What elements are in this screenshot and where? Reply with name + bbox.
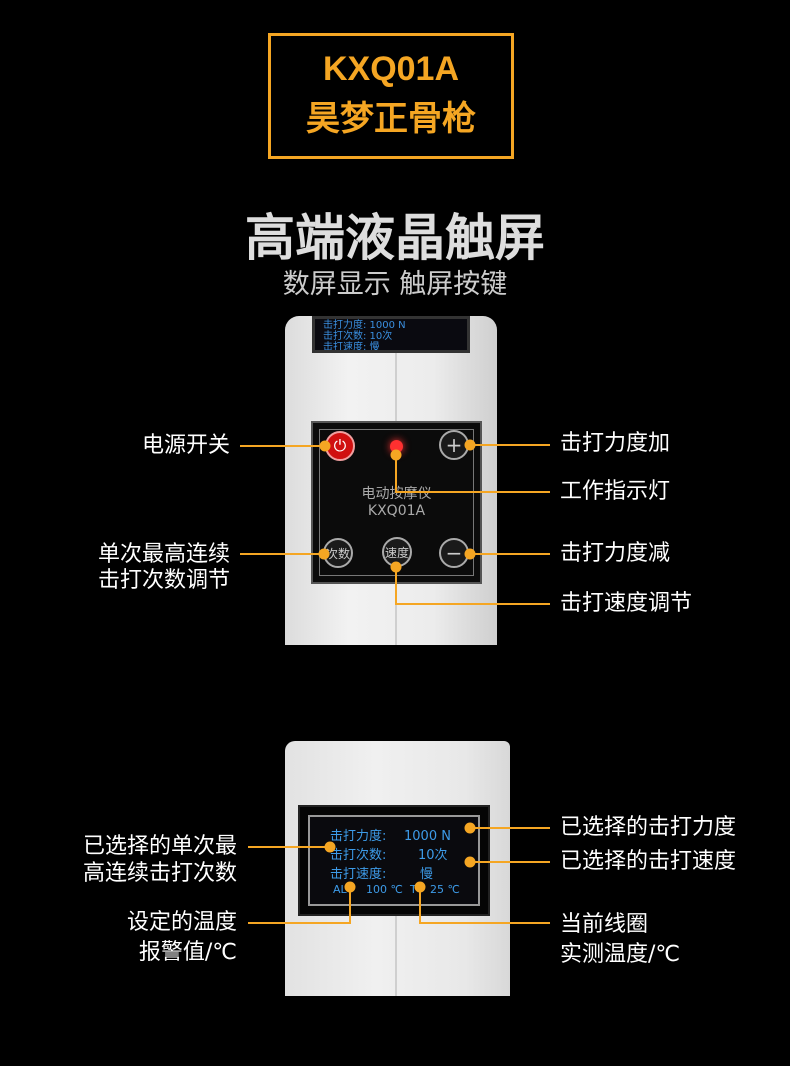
callout-count-1: 单次最高连续 [97, 542, 230, 567]
callout-line [349, 887, 351, 924]
callout-line [395, 603, 550, 605]
force-minus-button[interactable]: − [439, 538, 469, 568]
callout-alarm-2: 报警值/℃ [138, 940, 237, 965]
device-screen-top: 击打力度: 1000 N 击打次数: 10次 击打速度: 慢 [312, 316, 470, 353]
callout-dot [414, 881, 426, 893]
screen-line: 击打力度: 1000 N [323, 320, 406, 331]
callout-line [470, 827, 550, 829]
callout-alarm-1: 设定的温度 [126, 910, 237, 935]
callout-line [248, 922, 351, 924]
screen-line: 击打速度: 慢 [323, 342, 380, 353]
callout-dot [324, 841, 336, 853]
callout-line [470, 553, 550, 555]
lcd-temp-value: 25 ℃ [430, 883, 460, 896]
callout-count-2: 高连续击打次数 [82, 861, 237, 886]
callout-power: 电源开关 [141, 433, 230, 458]
lcd-count-label: 击打次数: [330, 848, 387, 863]
callout-line [419, 922, 550, 924]
callout-dot [319, 440, 331, 452]
callout-dot [390, 561, 402, 573]
panel-model: KXQ01A [367, 503, 426, 519]
callout-dot [464, 548, 476, 560]
callout-dot [464, 439, 476, 451]
product-name: 昊梦正骨枪 [306, 99, 476, 139]
lcd-screen: 击打力度: 1000 N 击打次数: 10次 击打速度: 慢 AL 100 ℃ … [298, 805, 490, 916]
screen-line: 击打次数: 10次 [323, 331, 393, 342]
callout-line [395, 567, 397, 605]
callout-count-1: 已选择的单次最 [82, 834, 237, 859]
callout-temp-2: 实测温度/℃ [560, 942, 681, 967]
model-title: KXQ01A [322, 50, 460, 88]
callout-line [470, 444, 550, 446]
callout-speed: 已选择的击打速度 [560, 849, 737, 874]
callout-dot [464, 856, 476, 868]
lcd-frame [308, 815, 480, 906]
callout-dot [464, 822, 476, 834]
speed-button[interactable]: 速度 [382, 537, 412, 567]
callout-line [470, 861, 550, 863]
lcd-force-value: 1000 N [404, 829, 451, 844]
callout-led: 工作指示灯 [560, 479, 671, 504]
callout-line [395, 455, 397, 493]
title-box: KXQ01A 昊梦正骨枪 [268, 33, 514, 159]
callout-force: 已选择的击打力度 [560, 815, 737, 840]
panel-label: 电动按摩仪 [361, 486, 432, 502]
lcd-alarm-label: AL [333, 883, 347, 896]
control-panel: ⏻ + 电动按摩仪 KXQ01A 次数 速度 − [311, 421, 482, 584]
lcd-speed-value: 慢 [420, 867, 434, 882]
callout-line [248, 846, 330, 848]
lcd-count-value: 10次 [418, 848, 448, 863]
callout-dot [344, 881, 356, 893]
callout-line [240, 445, 325, 447]
callout-line [240, 553, 325, 555]
force-plus-button[interactable]: + [439, 430, 469, 460]
subheading: 数屏显示 触屏按键 [282, 269, 508, 300]
callout-speed: 击打速度调节 [560, 591, 693, 616]
callout-line [395, 491, 550, 493]
lcd-force-label: 击打力度: [330, 829, 387, 844]
lcd-temp-label: T [410, 883, 417, 896]
device-seam [395, 916, 397, 996]
callout-dot [318, 548, 330, 560]
callout-force-minus: 击打力度减 [560, 541, 671, 566]
callout-dot [390, 449, 402, 461]
lcd-speed-label: 击打速度: [330, 867, 387, 882]
callout-count-2: 击打次数调节 [97, 568, 230, 593]
heading: 高端液晶触屏 [245, 209, 545, 267]
lcd-alarm-value: 100 ℃ [366, 883, 403, 896]
callout-line [419, 887, 421, 924]
callout-temp-1: 当前线圈 [560, 912, 649, 937]
callout-force-plus: 击打力度加 [560, 431, 671, 456]
